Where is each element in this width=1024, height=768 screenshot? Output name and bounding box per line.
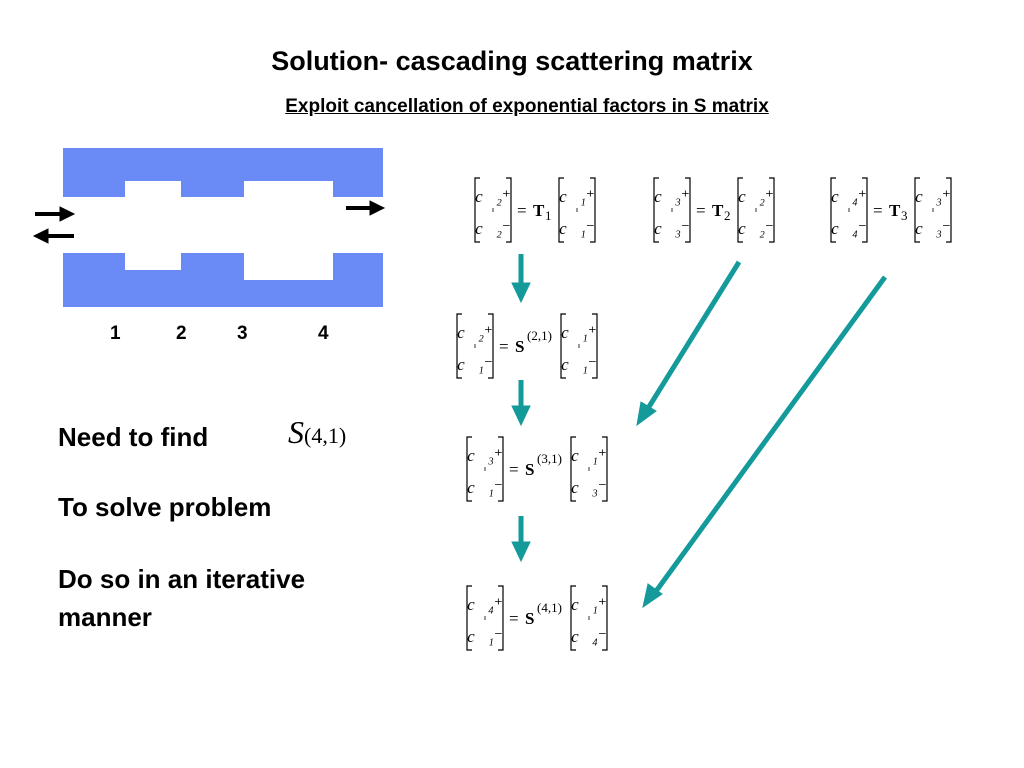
section-label-1: 1 (110, 323, 121, 344)
waveguide-top-wall (63, 148, 383, 197)
diagonal-arrow-t2 (636, 260, 742, 427)
lhs-vector: c⃗₃⁺ c⃗₁⁻ (466, 436, 504, 502)
vector-entry: c⃗₁⁺ (561, 323, 597, 342)
vector-entry: c⃗₄⁺ (831, 187, 867, 206)
operator-symbol: S (525, 460, 534, 479)
operator-superscript: (2,1) (527, 328, 552, 343)
need-to-find-label: Need to find (58, 422, 209, 452)
transmitted-arrow-icon (346, 200, 386, 216)
vector-entry: c⃗₄⁺ (467, 595, 503, 614)
equals-sign: = (517, 201, 527, 220)
operator-symbol: T (533, 201, 545, 220)
diagonal-arrow-t3 (642, 275, 888, 609)
equals-sign: = (873, 201, 883, 220)
lhs-vector: c⃗₂⁺ c⃗₂⁻ (474, 177, 512, 243)
vector-entry: c⃗₂⁺ (457, 323, 493, 342)
vector-entry: c⃗₁⁻ (559, 219, 595, 238)
vector-entry: c⃗₂⁺ (475, 187, 511, 206)
vector-entry: c⃗₂⁻ (475, 219, 511, 238)
operator-subscript: 1 (545, 208, 552, 223)
rhs-vector: c⃗₁⁺ c⃗₁⁻ (560, 313, 598, 379)
section-label-3: 3 (237, 323, 248, 344)
equals-sign: = (509, 460, 519, 479)
vector-entry: c⃗₁⁻ (467, 478, 503, 497)
slide-title: Solution- cascading scattering matrix (271, 46, 753, 76)
down-arrow-3 (511, 516, 531, 563)
operator-superscript: (3,1) (537, 451, 562, 466)
equals-sign: = (509, 609, 519, 628)
teal-arrows (511, 254, 888, 609)
slide-subtitle: Exploit cancellation of exponential fact… (285, 96, 769, 117)
lhs-vector: c⃗₃⁺ c⃗₃⁻ (653, 177, 691, 243)
equation-s21: c⃗₂⁺ c⃗₁⁻ = S(2,1) c⃗₁⁺ c⃗₁⁻ (456, 313, 598, 379)
operator-symbol: S (525, 609, 534, 628)
vector-entry: c⃗₃⁻ (915, 219, 951, 238)
vector-entry: c⃗₃⁺ (467, 446, 503, 465)
vector-entry: c⃗₄⁻ (571, 627, 607, 646)
reflected-arrow-icon (32, 228, 74, 244)
rhs-vector: c⃗₂⁺ c⃗₂⁻ (737, 177, 775, 243)
operator-subscript: 3 (901, 208, 908, 223)
solve-problem-label: To solve problem (58, 492, 272, 522)
equals-sign: = (696, 201, 706, 220)
down-arrow-2 (511, 380, 531, 427)
down-arrow-1 (511, 254, 531, 304)
section-label-4: 4 (318, 323, 329, 344)
operator-symbol: T (712, 201, 724, 220)
vector-entry: c⃗₁⁺ (559, 187, 595, 206)
lhs-vector: c⃗₄⁺ c⃗₄⁻ (830, 177, 868, 243)
vector-entry: c⃗₁⁻ (467, 627, 503, 646)
iterative-label: Do so in an iterative manner (58, 564, 306, 632)
vector-entry: c⃗₃⁻ (571, 478, 607, 497)
operator-superscript: (4,1) (537, 600, 562, 615)
rhs-vector: c⃗₁⁺ c⃗₄⁻ (570, 585, 608, 651)
vector-entry: c⃗₂⁺ (738, 187, 774, 206)
equation-s41: c⃗₄⁺ c⃗₁⁻ = S(4,1) c⃗₁⁺ c⃗₄⁻ (466, 585, 608, 651)
vector-entry: c⃗₁⁻ (457, 355, 493, 374)
vector-entry: c⃗₃⁺ (654, 187, 690, 206)
rhs-vector: c⃗₁⁺ c⃗₁⁻ (558, 177, 596, 243)
operator-symbol: T (889, 201, 901, 220)
equation-s31: c⃗₃⁺ c⃗₁⁻ = S(3,1) c⃗₁⁺ c⃗₃⁻ (466, 436, 608, 502)
operator-subscript: 2 (724, 208, 731, 223)
rhs-vector: c⃗₁⁺ c⃗₃⁻ (570, 436, 608, 502)
vector-entry: c⃗₁⁺ (571, 595, 607, 614)
section-label-2: 2 (176, 323, 187, 344)
vector-entry: c⃗₁⁻ (561, 355, 597, 374)
lhs-vector: c⃗₂⁺ c⃗₁⁻ (456, 313, 494, 379)
vector-entry: c⃗₄⁻ (831, 219, 867, 238)
vector-entry: c⃗₃⁺ (915, 187, 951, 206)
equals-sign: = (499, 337, 509, 356)
incident-arrow-icon (35, 206, 76, 222)
vector-entry: c⃗₂⁻ (738, 219, 774, 238)
lhs-vector: c⃗₄⁺ c⃗₁⁻ (466, 585, 504, 651)
waveguide-bottom-wall (63, 253, 383, 307)
vector-entry: c⃗₃⁻ (654, 219, 690, 238)
need-symbol: S(4,1) (288, 414, 347, 450)
vector-entry: c⃗₁⁺ (571, 446, 607, 465)
rhs-vector: c⃗₃⁺ c⃗₃⁻ (914, 177, 952, 243)
operator-symbol: S (515, 337, 524, 356)
